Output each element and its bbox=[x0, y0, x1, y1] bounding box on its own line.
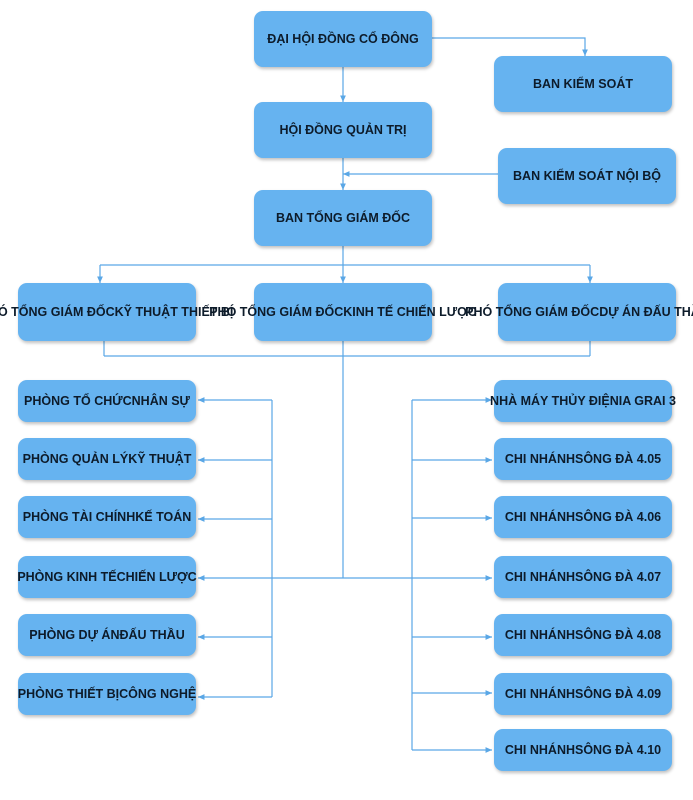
node-branch-409: CHI NHÁNH SÔNG ĐÀ 4.09 bbox=[494, 673, 672, 715]
node-dept-economics: PHÒNG KINH TẾ CHIẾN LƯỢC bbox=[17, 556, 197, 598]
node-dept-finance: PHÒNG TÀI CHÍNH KẾ TOÁN bbox=[18, 496, 196, 538]
node-deputy-economics: PHÓ TỔNG GIÁM ĐỐC KINH TẾ CHIẾN LƯỢC bbox=[209, 283, 477, 341]
node-dept-hr: PHÒNG TỔ CHỨC NHÂN SỰ bbox=[18, 380, 196, 422]
node-branch-406: CHI NHÁNH SÔNG ĐÀ 4.06 bbox=[494, 496, 672, 538]
node-general-directors: BAN TỔNG GIÁM ĐỐC bbox=[254, 190, 432, 246]
node-branch-410: CHI NHÁNH SÔNG ĐÀ 4.10 bbox=[494, 729, 672, 771]
node-internal-audit: BAN KIỂM SOÁT NỘI BỘ bbox=[498, 148, 676, 204]
node-branch-405: CHI NHÁNH SÔNG ĐÀ 4.05 bbox=[494, 438, 672, 480]
node-dept-equipment: PHÒNG THIẾT BỊ CÔNG NGHỆ bbox=[18, 673, 196, 715]
node-branch-408: CHI NHÁNH SÔNG ĐÀ 4.08 bbox=[494, 614, 672, 656]
node-branch-407: CHI NHÁNH SÔNG ĐÀ 4.07 bbox=[494, 556, 672, 598]
node-dept-tech-management: PHÒNG QUẢN LÝ KỸ THUẬT bbox=[18, 438, 196, 480]
node-deputy-technical: PHÓ TỔNG GIÁM ĐỐC KỸ THUẬT THIẾT BỊ bbox=[0, 283, 233, 341]
node-general-meeting: ĐẠI HỘI ĐỒNG CỔ ĐÔNG bbox=[254, 11, 432, 67]
connector-line-0 bbox=[432, 37, 588, 56]
node-board-of-directors: HỘI ĐỒNG QUẢN TRỊ bbox=[254, 102, 432, 158]
node-dept-projects: PHÒNG DỰ ÁN ĐẤU THẦU bbox=[18, 614, 196, 656]
node-deputy-projects: PHÓ TỔNG GIÁM ĐỐC DỰ ÁN ĐẤU THẦU bbox=[465, 283, 693, 341]
node-plant-iagrai: NHÀ MÁY THỦY ĐIỆN IA GRAI 3 bbox=[490, 380, 676, 422]
node-supervisory-board: BAN KIỂM SOÁT bbox=[494, 56, 672, 112]
